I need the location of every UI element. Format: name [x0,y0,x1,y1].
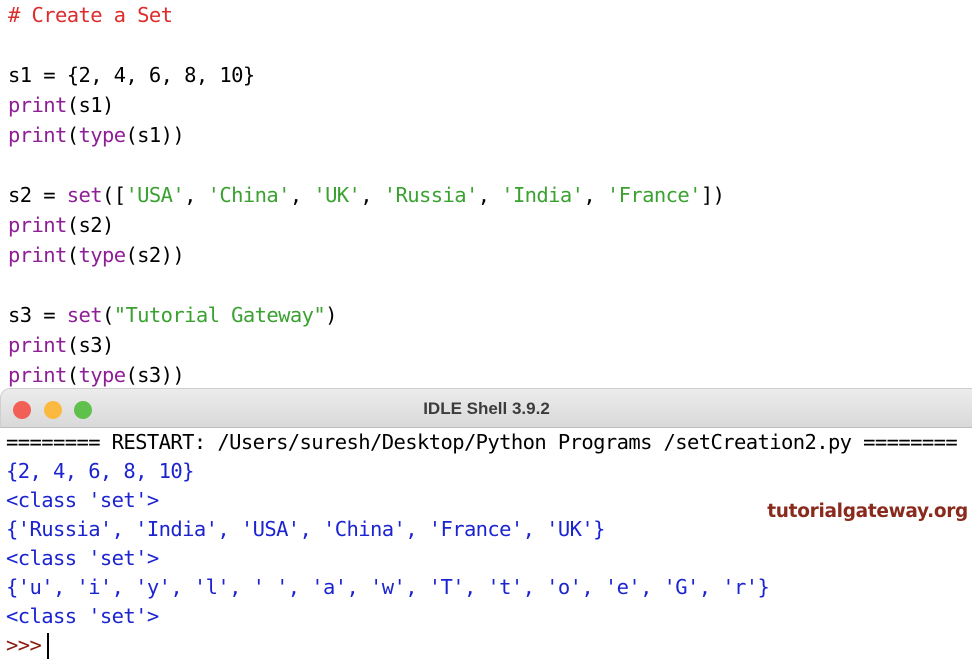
s2-assign: s2 = [8,183,67,207]
builtin-print: print [8,123,67,147]
string-arg: 'USA' [125,183,185,207]
builtin-set: set [66,183,103,207]
code-line-9: print(type(s2)) [8,240,972,270]
string-arg: 'France' [606,183,702,207]
code-editor[interactable]: # Create a Set s1 = {2, 4, 6, 8, 10} pri… [0,0,972,388]
code-line-8: print(s2) [8,210,972,240]
separator: , [477,183,502,207]
builtin-print: print [8,213,67,237]
builtin-set: set [66,303,103,327]
separator: , [583,183,607,207]
text-cursor [47,633,50,659]
builtin-type: type [78,123,126,147]
output-line: {'Russia', 'India', 'USA', 'China', 'Fra… [6,517,605,541]
output-line: <class 'set'> [6,546,159,570]
code-line-blank [8,270,972,300]
string-arg: 'India' [501,183,584,207]
string-arg: "Tutorial Gateway" [113,303,326,327]
s1-assignment: s1 = {2, 4, 6, 8, 10} [8,63,255,87]
output-line: <class 'set'> [6,604,159,628]
comment: # Create a Set [8,3,173,27]
args: (s1)) [125,123,185,147]
builtin-type: type [78,363,126,387]
builtin-type: type [78,243,126,267]
output-line: {2, 4, 6, 8, 10} [6,459,194,483]
idle-shell-window: IDLE Shell 3.9.2 ======== RESTART: /User… [0,388,972,667]
watermark: tutorialgateway.org [767,501,968,522]
shell-prompt: >>> [6,633,42,657]
output-line: <class 'set'> [6,488,159,512]
separator: , [289,183,314,207]
builtin-print: print [8,93,67,117]
output-line: {'u', 'i', 'y', 'l', ' ', 'a', 'w', 'T',… [6,575,770,599]
code-line-blank [8,30,972,60]
paren: ( [66,123,79,147]
paren: ( [66,363,79,387]
args: (s3)) [125,363,185,387]
separator: , [360,183,384,207]
string-arg: 'Russia' [383,183,479,207]
builtin-print: print [8,363,67,387]
code-line-13: print(type(s3)) [8,360,972,390]
code-line-blank [8,150,972,180]
shell-output-area[interactable]: ======== RESTART: /Users/suresh/Desktop/… [0,428,972,660]
paren-close: ) [325,303,337,327]
args: (s1) [66,93,115,117]
args: (s2)) [125,243,185,267]
code-line-7: s2 = set(['USA', 'China', 'UK', 'Russia'… [8,180,972,210]
window-title: IDLE Shell 3.9.2 [423,399,550,418]
args: (s2) [66,213,115,237]
code-line-12: print(s3) [8,330,972,360]
paren: ( [66,243,79,267]
string-arg: 'China' [207,183,291,207]
code-line-1: # Create a Set [8,0,972,30]
minimize-window-button[interactable] [44,401,62,419]
title-bar[interactable]: IDLE Shell 3.9.2 [0,388,972,428]
builtin-print: print [8,333,67,357]
restart-line: ======== RESTART: /Users/suresh/Desktop/… [6,430,958,454]
paren-open: ([ [101,183,126,207]
code-line-5: print(type(s1)) [8,120,972,150]
code-line-4: print(s1) [8,90,972,120]
builtin-print: print [8,243,67,267]
s3-assign: s3 = [8,303,67,327]
string-arg: 'UK' [313,183,361,207]
separator: , [184,183,208,207]
paren-open: ( [101,303,114,327]
code-line-11: s3 = set("Tutorial Gateway") [8,300,972,330]
zoom-window-button[interactable] [74,401,92,419]
paren-close: ]) [700,183,725,207]
args: (s3) [66,333,115,357]
code-line-3: s1 = {2, 4, 6, 8, 10} [8,60,972,90]
prompt-line[interactable]: >>> [6,631,972,660]
close-window-button[interactable] [13,401,31,419]
